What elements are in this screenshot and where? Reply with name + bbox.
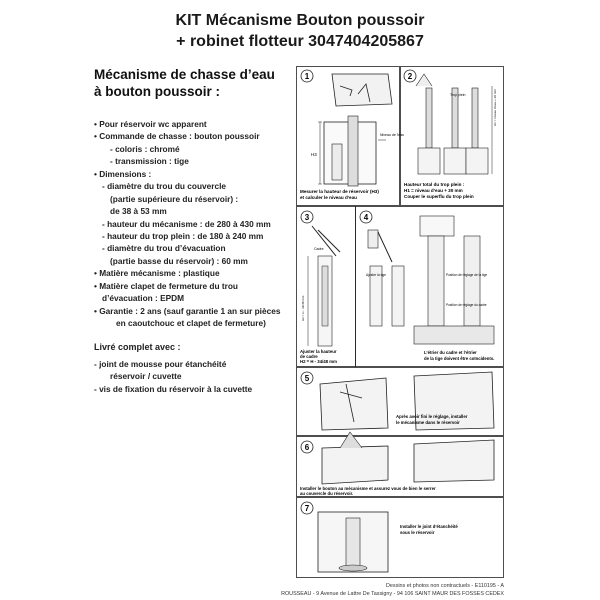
- step-4-number: 4: [364, 213, 369, 222]
- spec-line: - transmission : tige: [110, 156, 189, 167]
- spec-line: de 38 à 53 mm: [110, 206, 167, 217]
- installation-diagram: 1 H3 Niveau de l’eau Mesurer la hauteur …: [296, 66, 504, 578]
- step-3-number: 3: [305, 213, 310, 222]
- step-5-caption-1: Après avoir fini le réglage, installer: [396, 414, 468, 419]
- step-3-illustration: 3 Cadre H2 = H - 34/48 mm Ajuster la hau…: [300, 210, 341, 364]
- step-4-caption-1: L’étrier du cadre et l’étrier: [424, 350, 477, 355]
- spec-line: - diamètre du trou d’évacuation: [102, 243, 226, 254]
- step-4-box: [355, 206, 504, 367]
- step-3-caption-1: Ajuster la hauteur: [300, 349, 337, 354]
- step-2-caption-3: Couper le superflu du trop plein: [404, 194, 474, 199]
- spec-line: • Matière mécanisme : plastique: [94, 268, 220, 279]
- step-1-caption-1: Mesurer la hauteur de réservoir (H3): [300, 189, 379, 194]
- spec-line: - diamètre du trou du couvercle: [102, 181, 227, 192]
- spec-line: • Pour réservoir wc apparent: [94, 119, 207, 129]
- step-6-caption-1: Installer le bouton au mécanisme et assu…: [300, 486, 436, 491]
- title-line-1: KIT Mécanisme Bouton poussoir: [175, 12, 425, 29]
- step-2-h1-label: H1 = niveau d’eau + 30 mm: [493, 89, 497, 126]
- step-6-caption-2: au couvercle du réservoir.: [300, 491, 353, 496]
- delivered-item: réservoir / cuvette: [110, 371, 182, 382]
- step-3-h2-label: H2 = H - 34/48 mm: [301, 295, 305, 321]
- spec-line: (partie basse du réservoir) : 60 mm: [110, 255, 248, 266]
- footer-address: ROUSSEAU - 9 Avenue de Lattre De Tassign…: [281, 591, 504, 597]
- step-7-box: [296, 497, 504, 578]
- step-2-illustration: 2 Trop plein H1 = niveau d’eau + 30 mm H…: [403, 69, 497, 199]
- step-2-caption-1: Hauteur total du trop plein :: [404, 182, 465, 187]
- delivered-item: - vis de fixation du réservoir à la cuve…: [94, 383, 253, 394]
- spec-line: • Dimensions :: [94, 168, 152, 179]
- spec-line: • Matière clapet de fermeture du trou: [94, 280, 238, 291]
- step-2-box: [400, 66, 504, 206]
- step-5-number: 5: [305, 374, 310, 383]
- spec-line: • Commande de chasse : bouton poussoir: [94, 131, 260, 142]
- delivered-item: - joint de mousse pour étanchéité: [94, 358, 227, 369]
- step-1-number-circle: [300, 69, 314, 83]
- mechanism-heading-line-2: à bouton poussoir :: [94, 84, 220, 99]
- step-2-caption-2: H1 = niveau d’eau + 30 mm: [404, 188, 463, 193]
- step-4-caption-2: de la tige doivent être coïncidents.: [424, 356, 494, 361]
- installation-instructions-panel: 1 H3 Niveau de l’eau Mesurer la hauteur …: [296, 66, 504, 578]
- spec-line: - hauteur du trop plein : de 180 à 240 m…: [102, 230, 264, 241]
- step-4-illustration: 4 Ajuster la tige Position de réglage de…: [359, 210, 494, 361]
- step-5-caption-2: le mécanisme dans le réservoir: [396, 420, 460, 425]
- step-6-box: [296, 436, 504, 497]
- specifications-column: Mécanisme de chasse d’eau à bouton pouss…: [94, 66, 294, 395]
- step-1-water-level-label: Niveau de l’eau: [380, 133, 404, 137]
- step-1-box: [296, 66, 400, 206]
- mechanism-heading: Mécanisme de chasse d’eau à bouton pouss…: [94, 66, 294, 100]
- step-1-caption-2: et calculer le niveau d’eau: [300, 195, 357, 200]
- footer-disclaimer: Dessins et photos non contractuels - E11…: [386, 583, 504, 589]
- step-5-illustration: 5 Après avoir fini le réglage, installer…: [300, 371, 495, 431]
- step-3-caption-3: H2 = H - 34/48 mm: [300, 359, 337, 364]
- step-1-h3-label: H3: [311, 152, 317, 157]
- spec-line: • Garantie : 2 ans (sauf garantie 1 an s…: [94, 305, 281, 316]
- step-1-illustration: 1 H3 Niveau de l’eau Mesurer la hauteur …: [300, 69, 404, 200]
- step-6-illustration: 6 Installer le bouton au mécanisme et as…: [300, 431, 495, 496]
- delivered-section: Livré complet avec : - joint de mousse p…: [94, 341, 294, 395]
- spec-line: en caoutchouc et clapet de fermeture): [116, 318, 266, 328]
- step-7-caption-2: sous le réservoir: [400, 530, 435, 535]
- step-1-number: 1: [305, 72, 310, 81]
- step-6-number: 6: [305, 443, 310, 452]
- spec-line: - coloris : chromé: [110, 143, 180, 154]
- step-3-caption-2: de cadre: [300, 354, 318, 359]
- step-2-overflow-label: Trop plein: [450, 93, 465, 97]
- step-3-frame-label: Cadre: [314, 247, 324, 251]
- spec-line: (partie supérieure du réservoir) :: [110, 193, 239, 204]
- spec-line: d’évacuation : EPDM: [102, 293, 185, 304]
- step-4-adjust-label: Ajuster la tige: [366, 273, 386, 277]
- step-5-box: [296, 367, 504, 436]
- spec-line: - hauteur du mécanisme : de 280 à 430 mm: [102, 218, 271, 229]
- mechanism-heading-line-1: Mécanisme de chasse d’eau: [94, 67, 275, 82]
- specification-list: • Pour réservoir wc apparent • Commande d…: [94, 118, 294, 329]
- step-4-frame-position-label: Position de réglage du cadre: [446, 303, 487, 307]
- document-title: KIT Mécanisme Bouton poussoir + robinet …: [0, 10, 600, 52]
- delivered-heading: Livré complet avec :: [94, 342, 181, 353]
- title-line-2: + robinet flotteur 3047404205867: [176, 33, 424, 50]
- step-7-caption-1: Installer le joint d’étanchéité: [400, 524, 458, 529]
- step-2-number: 2: [408, 72, 413, 81]
- step-7-illustration: 7 Installer le joint d’étanchéité sous l…: [300, 501, 458, 573]
- step-4-rod-position-label: Position de réglage de la tige: [446, 273, 487, 277]
- step-7-number: 7: [305, 504, 310, 513]
